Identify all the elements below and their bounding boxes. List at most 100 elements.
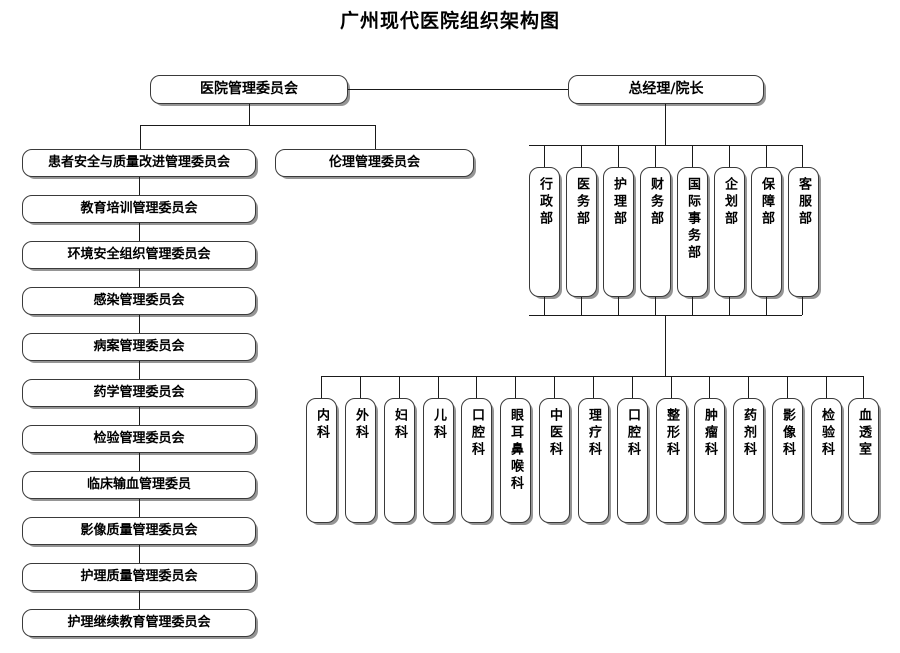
node-dept-medical-affairs[interactable]: 医务部 bbox=[566, 167, 597, 297]
node-committee-nursing-quality-label: 护理质量管理委员会 bbox=[80, 568, 198, 584]
connector-drop-clinical-13 bbox=[787, 376, 788, 398]
node-committee-pharmacy[interactable]: 药学管理委员会 bbox=[22, 379, 256, 407]
node-clinical-laboratory-label: 检验科 bbox=[819, 408, 834, 459]
node-dept-logistics-label: 保障部 bbox=[759, 177, 774, 228]
node-committee-ethics-label: 伦理管理委员会 bbox=[328, 154, 420, 170]
connector-drop-dept-7 bbox=[766, 145, 767, 167]
node-committee-imaging-quality-label: 影像质量管理委员会 bbox=[80, 522, 198, 538]
connector-drop-clinical-2 bbox=[360, 376, 361, 398]
connector-drop-clinical-8 bbox=[593, 376, 594, 398]
node-dept-administration[interactable]: 行政部 bbox=[529, 167, 560, 297]
node-dept-medical-affairs-label: 医务部 bbox=[574, 177, 589, 228]
node-dept-nursing[interactable]: 护理部 bbox=[603, 167, 634, 297]
connector-drop-dept-6 bbox=[729, 145, 730, 167]
node-clinical-physiotherapy[interactable]: 理疗科 bbox=[578, 398, 609, 523]
connector-board-down bbox=[249, 104, 250, 125]
node-clinical-ent-label: 眼耳鼻喉科 bbox=[508, 408, 523, 493]
connector-drop-clinical-11 bbox=[709, 376, 710, 398]
node-committee-patient-safety[interactable]: 患者安全与质量改进管理委员会 bbox=[22, 149, 256, 177]
node-committee-infection[interactable]: 感染管理委员会 bbox=[22, 287, 256, 315]
node-committee-nursing-education-label: 护理继续教育管理委员会 bbox=[67, 614, 211, 630]
node-committee-laboratory[interactable]: 检验管理委员会 bbox=[22, 425, 256, 453]
node-clinical-surgery-label: 外科 bbox=[353, 408, 368, 442]
connector-department-bus-top bbox=[529, 145, 802, 146]
connector-drop-committee-2 bbox=[375, 125, 376, 149]
node-clinical-imaging[interactable]: 影像科 bbox=[772, 398, 803, 523]
node-clinical-imaging-label: 影像科 bbox=[780, 408, 795, 459]
node-committee-pharmacy-label: 药学管理委员会 bbox=[93, 384, 185, 400]
node-committee-education[interactable]: 教育培训管理委员会 bbox=[22, 195, 256, 223]
node-clinical-hemodialysis[interactable]: 血透室 bbox=[848, 398, 879, 523]
connector-clinical-trunk bbox=[665, 315, 666, 376]
node-committee-environment-safety[interactable]: 环境安全组织管理委员会 bbox=[22, 241, 256, 269]
node-clinical-pediatrics-label: 儿科 bbox=[431, 408, 446, 442]
node-dept-nursing-label: 护理部 bbox=[611, 177, 626, 228]
connector-committee-link-2 bbox=[139, 223, 140, 241]
node-dept-international-affairs[interactable]: 国际事务部 bbox=[677, 167, 708, 297]
connector-drop-dept-3 bbox=[618, 145, 619, 167]
node-dept-logistics[interactable]: 保障部 bbox=[751, 167, 782, 297]
connector-committee-link-1 bbox=[139, 177, 140, 195]
node-dept-administration-label: 行政部 bbox=[537, 177, 552, 228]
connector-dept-bottom-6 bbox=[729, 297, 730, 315]
node-clinical-internal-medicine[interactable]: 内科 bbox=[306, 398, 337, 523]
connector-dept-bottom-4 bbox=[655, 297, 656, 315]
node-clinical-internal-medicine-label: 内科 bbox=[314, 408, 329, 442]
connector-committee-link-5 bbox=[139, 361, 140, 379]
node-committee-ethics[interactable]: 伦理管理委员会 bbox=[275, 149, 474, 177]
node-committee-infection-label: 感染管理委员会 bbox=[93, 292, 185, 308]
connector-drop-clinical-7 bbox=[554, 376, 555, 398]
node-dept-finance[interactable]: 财务部 bbox=[640, 167, 671, 297]
node-clinical-physiotherapy-label: 理疗科 bbox=[586, 408, 601, 459]
connector-clinical-bus bbox=[321, 376, 863, 377]
connector-drop-clinical-10 bbox=[671, 376, 672, 398]
connector-committee-link-9 bbox=[139, 545, 140, 563]
page-title: 广州现代医院组织架构图 bbox=[339, 10, 560, 32]
node-committee-transfusion[interactable]: 临床输血管理委员 bbox=[22, 471, 256, 499]
connector-dept-bottom-7 bbox=[766, 297, 767, 315]
node-dept-international-affairs-label: 国际事务部 bbox=[685, 177, 700, 262]
connector-committee-link-8 bbox=[139, 499, 140, 517]
connector-dept-bottom-1 bbox=[544, 297, 545, 315]
node-committee-imaging-quality[interactable]: 影像质量管理委员会 bbox=[22, 517, 256, 545]
node-clinical-plastic-surgery-label: 整形科 bbox=[664, 408, 679, 459]
connector-committee-link-4 bbox=[139, 315, 140, 333]
node-clinical-ent[interactable]: 眼耳鼻喉科 bbox=[500, 398, 531, 523]
node-dept-customer-service[interactable]: 客服部 bbox=[788, 167, 819, 297]
connector-drop-clinical-12 bbox=[748, 376, 749, 398]
node-clinical-oncology-label: 肿瘤科 bbox=[702, 408, 717, 459]
connector-committee-link-7 bbox=[139, 453, 140, 471]
node-dept-planning[interactable]: 企划部 bbox=[714, 167, 745, 297]
node-committee-medical-records-label: 病案管理委员会 bbox=[93, 338, 185, 354]
node-clinical-plastic-surgery[interactable]: 整形科 bbox=[656, 398, 687, 523]
connector-committee-link-3 bbox=[139, 269, 140, 287]
node-clinical-pharmacy[interactable]: 药剂科 bbox=[733, 398, 764, 523]
node-clinical-pharmacy-label: 药剂科 bbox=[741, 408, 756, 459]
node-clinical-dentistry-1[interactable]: 口腔科 bbox=[461, 398, 492, 523]
node-ceo[interactable]: 总经理/院长 bbox=[568, 75, 764, 104]
node-clinical-oncology[interactable]: 肿瘤科 bbox=[694, 398, 725, 523]
node-clinical-gynecology-label: 妇科 bbox=[392, 408, 407, 442]
node-clinical-dentistry-2[interactable]: 口腔科 bbox=[617, 398, 648, 523]
node-clinical-surgery[interactable]: 外科 bbox=[345, 398, 376, 523]
node-clinical-pediatrics[interactable]: 儿科 bbox=[423, 398, 454, 523]
node-committee-medical-records[interactable]: 病案管理委员会 bbox=[22, 333, 256, 361]
node-clinical-laboratory[interactable]: 检验科 bbox=[811, 398, 842, 523]
connector-committee-link-10 bbox=[139, 591, 140, 609]
node-clinical-tcm[interactable]: 中医科 bbox=[539, 398, 570, 523]
node-clinical-hemodialysis-label: 血透室 bbox=[856, 408, 871, 459]
node-clinical-tcm-label: 中医科 bbox=[547, 408, 562, 459]
connector-committee-bus bbox=[140, 125, 375, 126]
node-ceo-label: 总经理/院长 bbox=[628, 80, 704, 97]
node-dept-customer-service-label: 客服部 bbox=[796, 177, 811, 228]
node-committee-nursing-education[interactable]: 护理继续教育管理委员会 bbox=[22, 609, 256, 637]
node-clinical-gynecology[interactable]: 妇科 bbox=[384, 398, 415, 523]
connector-drop-clinical-15 bbox=[863, 376, 864, 398]
connector-committee-link-6 bbox=[139, 407, 140, 425]
node-board[interactable]: 医院管理委员会 bbox=[150, 75, 348, 104]
node-committee-laboratory-label: 检验管理委员会 bbox=[93, 430, 185, 446]
connector-drop-clinical-4 bbox=[438, 376, 439, 398]
node-committee-nursing-quality[interactable]: 护理质量管理委员会 bbox=[22, 563, 256, 591]
connector-dept-bottom-3 bbox=[618, 297, 619, 315]
